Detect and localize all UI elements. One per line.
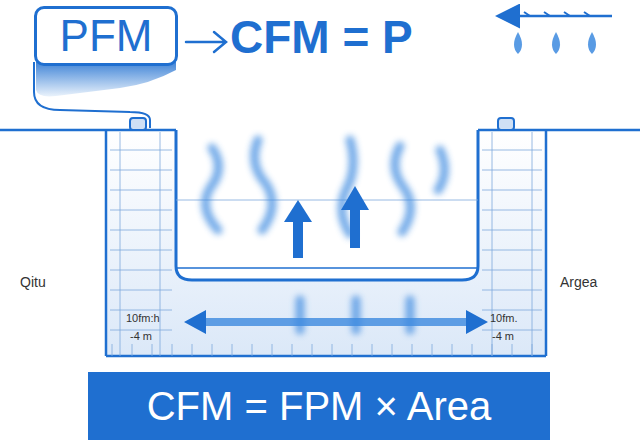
dimension-label: 10fm:h <box>126 312 160 324</box>
box-text: PFM <box>60 11 153 61</box>
dimension-label: 10fm. <box>490 312 518 324</box>
up-arrows <box>284 186 369 258</box>
airflow-arrow <box>500 12 612 16</box>
level-line <box>176 267 478 269</box>
title-box: PFM <box>34 6 178 66</box>
flow-arrow <box>186 32 226 52</box>
callout-fill <box>36 62 176 96</box>
box-text: CFM = FPM × Area <box>147 384 492 429</box>
droplets <box>514 32 596 54</box>
grid-lines <box>110 132 542 356</box>
side-label: Argea <box>560 274 597 290</box>
dimension-label: -4 m <box>130 330 152 342</box>
dimension-label: -4 m <box>492 330 514 342</box>
dimension-arrow <box>184 310 488 334</box>
trench-section <box>0 118 640 356</box>
air-streams <box>206 140 445 330</box>
formula-band: CFM = FPM × Area <box>88 372 550 440</box>
formula-text: CFM = P <box>230 10 413 64</box>
side-label: Qitu <box>20 274 46 290</box>
grid-path <box>110 132 542 356</box>
